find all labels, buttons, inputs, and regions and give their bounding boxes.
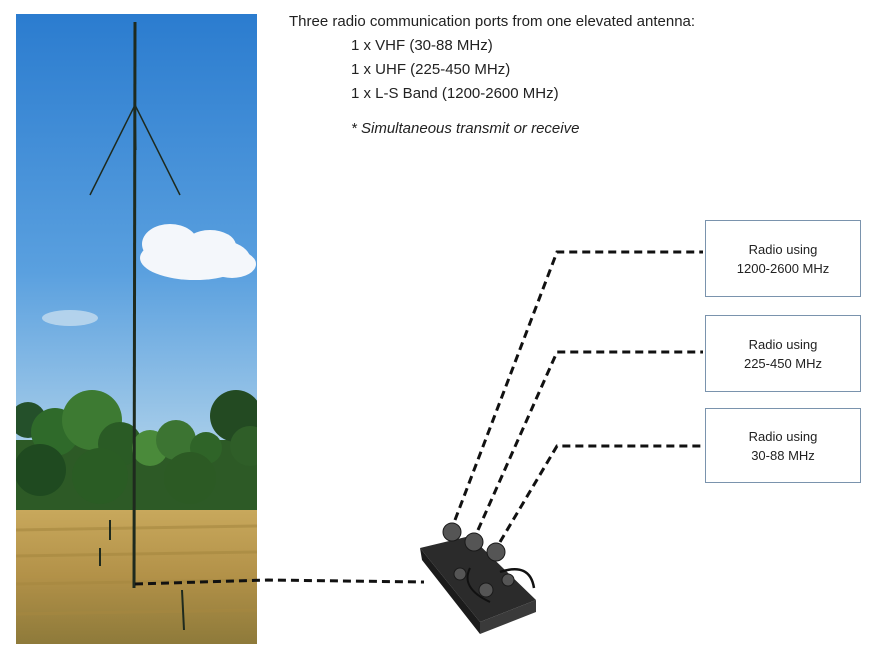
radio-box-frequency: 30-88 MHz xyxy=(751,447,815,463)
radio-box-label: Radio using xyxy=(748,241,818,257)
description-note: * Simultaneous transmit or receive xyxy=(351,120,580,137)
cloud xyxy=(140,224,256,280)
cloud-small xyxy=(42,310,98,326)
field xyxy=(16,510,257,644)
radio-box-225-450: Radio using 225-450 MHz xyxy=(705,315,861,392)
description-line-l-s-band: 1 x L-S Band (1200-2600 MHz) xyxy=(351,85,559,102)
description-title: Three radio communication ports from one… xyxy=(289,13,696,30)
radio-box-30-88: Radio using 30-88 MHz xyxy=(705,408,861,483)
radio-box-frequency: 1200-2600 MHz xyxy=(736,260,830,276)
radio-box-frequency: 225-450 MHz xyxy=(743,355,823,371)
radio-box-label: Radio using xyxy=(748,428,818,444)
description-line-uhf: 1 x UHF (225-450 MHz) xyxy=(351,61,511,78)
description-line-vhf: 1 x VHF (30-88 MHz) xyxy=(351,37,493,54)
radio-box-1200-2600: Radio using 1200-2600 MHz xyxy=(705,220,861,297)
radio-box-label: Radio using xyxy=(748,336,818,352)
sky xyxy=(16,14,257,444)
tree-line xyxy=(16,390,257,520)
antenna-mast xyxy=(89,21,185,631)
